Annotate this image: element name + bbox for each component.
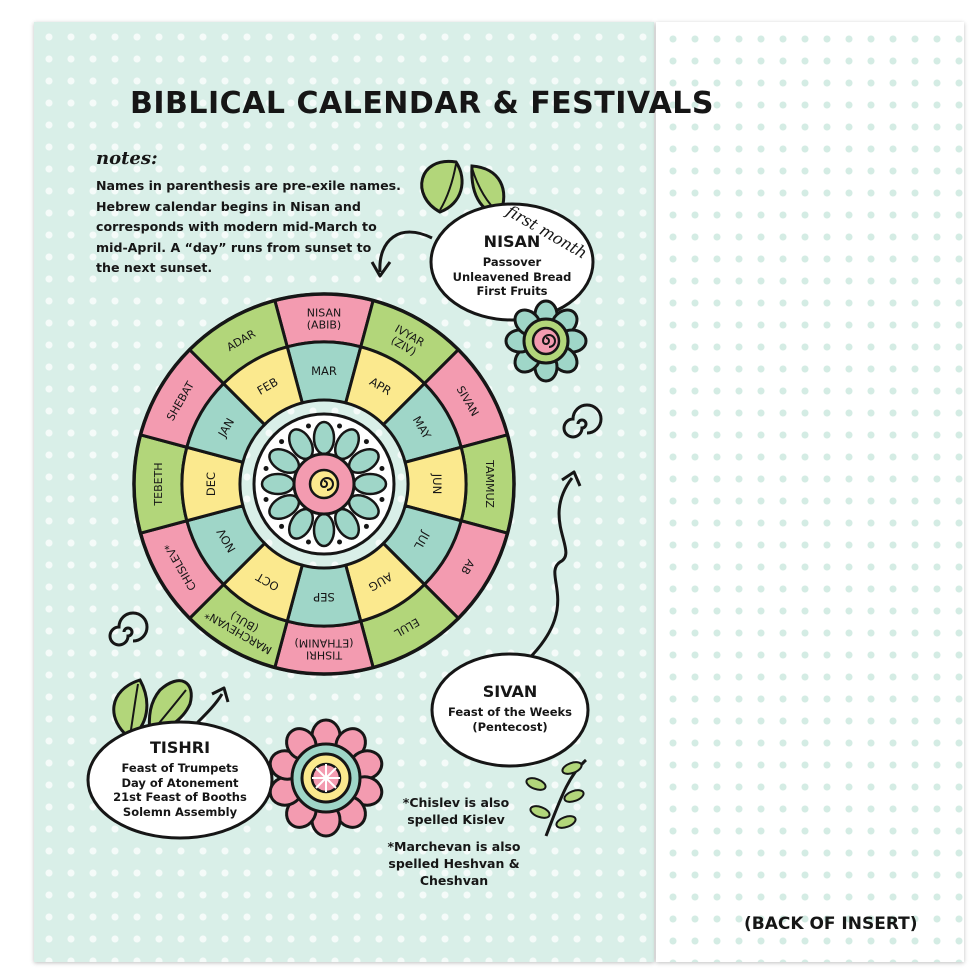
sivan-bubble-text: SIVAN Feast of the Weeks (Pentecost) <box>434 682 586 734</box>
footnote-line: *Chislev is also <box>402 795 510 810</box>
bubble-title: SIVAN <box>482 682 538 701</box>
notes-line: Hebrew calendar begins in Nisan and <box>96 198 361 214</box>
tishri-bubble <box>86 720 274 840</box>
hebrew-month-ring: NISAN(ABIB)IVYAR(ZIV)SIVANTAMMUZABELULTI… <box>132 292 516 676</box>
flower-icon <box>504 299 588 383</box>
footnote-line: spelled Kislev <box>407 812 505 827</box>
chislev-footnote: *Chislev is also spelled Kislev <box>388 794 524 828</box>
bubble-line: (Pentecost) <box>472 719 548 734</box>
spiral-icon <box>108 611 149 647</box>
notes-line: the next sunset. <box>96 260 213 275</box>
month-label: SEP <box>313 590 335 604</box>
bubble-line: Passover <box>482 255 542 269</box>
nisan-bubble <box>429 202 595 322</box>
month-label: TISHRI(ETHANIM) <box>294 637 353 662</box>
bubble-line: First Fruits <box>476 284 548 298</box>
back-of-insert-label: (BACK OF INSERT) <box>744 914 918 934</box>
bubble-line: Feast of Trumpets <box>121 761 239 775</box>
nisan-bubble-text: NISAN Passover Unleavened Bread First Fr… <box>440 232 584 299</box>
notes-label: notes: <box>96 148 158 169</box>
arrow-icon <box>194 686 230 726</box>
arrow-icon <box>370 230 433 278</box>
bubble-line: Feast of the Weeks <box>447 705 573 719</box>
bubble-line: Day of Atonement <box>121 775 239 790</box>
vine-icon <box>525 758 587 837</box>
month-label: TAMMUZ <box>483 459 496 508</box>
spiral-icon <box>562 403 603 439</box>
notes-text: Names in parenthesis are pre-exile names… <box>96 176 408 279</box>
bubble-line: Unleavened Bread <box>452 269 572 284</box>
center-flower-icon <box>252 412 396 556</box>
bubble-line: Solemn Assembly <box>122 804 238 819</box>
month-label: TEBETH <box>152 462 165 506</box>
tishri-bubble-text: TISHRI Feast of Trumpets Day of Atonemen… <box>96 738 264 819</box>
notes-line: corresponds with modern mid-March to <box>96 219 377 234</box>
month-label: MAR <box>311 364 337 378</box>
bubble-title: TISHRI <box>149 738 211 757</box>
month-label: DEC <box>204 472 218 496</box>
month-label: JUN <box>430 473 444 494</box>
footnote-line: *Marchevan is also <box>387 839 521 854</box>
curly-arrow-icon <box>511 470 582 676</box>
bubble-line: 21st Feast of Booths <box>113 790 247 804</box>
notes-line: Names in parenthesis are pre-exile names… <box>96 178 401 193</box>
month-label: NISAN(ABIB) <box>307 306 341 331</box>
sivan-bubble <box>430 652 590 768</box>
flower-icon <box>268 718 384 838</box>
notes-line: mid-April. A “day” runs from sunset to <box>96 239 372 255</box>
page-title: BIBLICAL CALENDAR & FESTIVALS <box>130 86 715 121</box>
footnote-line: spelled Heshvan & <box>388 856 520 871</box>
ring-segment <box>221 345 305 427</box>
footnote-line: Cheshvan <box>419 873 489 888</box>
bubble-title: NISAN <box>483 232 541 251</box>
marchevan-footnote: *Marchevan is also spelled Heshvan & Che… <box>380 838 528 889</box>
insert-back-page <box>656 22 964 962</box>
